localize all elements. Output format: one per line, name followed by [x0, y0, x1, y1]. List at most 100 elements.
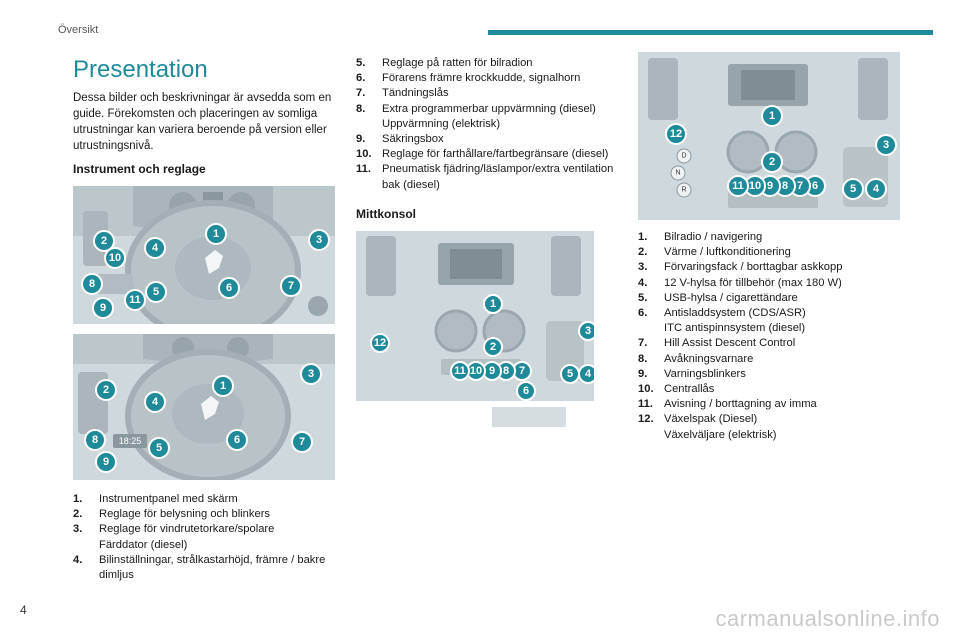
- legend-line: Reglage för vindrutetorkare/spolare: [99, 523, 275, 536]
- legend-item: 12.Växelspak (Diesel)Växelväljare (elekt…: [638, 412, 900, 442]
- svg-text:6: 6: [812, 180, 818, 192]
- callout-badge: 5: [145, 281, 167, 303]
- legend-item: 7. Tändningslås: [356, 86, 614, 101]
- callout-badge: 4: [578, 363, 594, 384]
- legend-number: 4.: [73, 553, 83, 566]
- callout-badge: 11: [450, 360, 470, 381]
- callout-badge: 3: [578, 320, 594, 341]
- svg-text:5: 5: [850, 183, 856, 195]
- callout-badge: 1: [212, 375, 234, 397]
- legend-text: Instrumentpanel med skärm: [99, 492, 335, 507]
- svg-text:7: 7: [299, 436, 305, 448]
- gear-button: R: [676, 182, 692, 198]
- svg-text:4: 4: [873, 183, 880, 195]
- svg-text:5: 5: [567, 368, 573, 380]
- svg-text:5: 5: [156, 442, 162, 454]
- svg-text:D: D: [681, 153, 686, 160]
- legend-line: Växelspak (Diesel): [664, 413, 758, 426]
- legend-number: 1.: [73, 493, 83, 505]
- callout-badge: 4: [144, 391, 166, 413]
- legend-item: 4.12 V-hylsa för tillbehör (max 180 W): [638, 276, 900, 291]
- callout-badge: 2: [761, 151, 783, 173]
- svg-text:6: 6: [234, 434, 240, 446]
- svg-text:4: 4: [585, 368, 592, 380]
- svg-text:9: 9: [103, 456, 109, 468]
- legend-line: Avisning / borttagning av imma: [664, 398, 817, 411]
- svg-text:11: 11: [454, 365, 466, 377]
- subheading-console: Mittkonsol: [356, 206, 416, 221]
- legend-line: Växelväljare (elektrisk): [664, 428, 777, 441]
- svg-text:7: 7: [797, 180, 803, 192]
- svg-text:11: 11: [732, 180, 744, 192]
- legend-line: Förarens främre krockkudde, signalhorn: [382, 72, 581, 85]
- legend-number: 1.: [638, 231, 648, 243]
- callout-badge: 8: [81, 273, 103, 295]
- callout-badge: 5: [148, 437, 170, 459]
- clock-display: 18:25: [119, 436, 142, 446]
- legend-number: 6.: [356, 72, 366, 85]
- callout-badge: 2: [483, 336, 503, 357]
- callout-badge: 2: [95, 379, 117, 401]
- watermark: carmanualsonline.info: [715, 606, 940, 631]
- callout-badge: 3: [875, 134, 897, 156]
- svg-text:5: 5: [153, 286, 159, 298]
- svg-text:3: 3: [585, 325, 591, 337]
- callout-badge: 11: [727, 175, 749, 197]
- legend-item: 1. Instrumentpanel med skärm: [73, 492, 335, 507]
- legend-item: 4.Bilinställningar, strålkastarhöjd, frä…: [73, 553, 335, 583]
- legend-text: Hill Assist Descent Control: [664, 336, 900, 351]
- svg-text:8: 8: [89, 278, 95, 290]
- legend-item: 3. Förvaringsfack / borttagbar askkopp: [638, 260, 900, 275]
- intro-paragraph: Dessa bilder och beskrivningar är avsedd…: [73, 92, 332, 152]
- header-rule: [488, 30, 933, 35]
- console-switch-strip: [492, 406, 566, 427]
- legend-item: 1.Bilradio / navigering: [638, 230, 900, 245]
- svg-text:N: N: [675, 170, 680, 177]
- legend-text: Förarens främre krockkudde, signalhorn: [382, 71, 614, 86]
- gear-button: D: [676, 148, 692, 164]
- legend-line: Säkringsbox: [382, 133, 444, 146]
- svg-text:1: 1: [490, 298, 496, 310]
- callout-badge: 3: [308, 229, 330, 251]
- legend-item: 2. Reglage för belysning och blinkers: [73, 507, 335, 522]
- legend-line: Färddator (diesel): [99, 538, 188, 551]
- callout-badge: 4: [144, 237, 166, 259]
- svg-text:9: 9: [767, 180, 773, 192]
- svg-text:12: 12: [374, 337, 386, 349]
- legend-line: Reglage för belysning och blinkers: [99, 508, 271, 521]
- legend-text: 12 V-hylsa för tillbehör (max 180 W): [664, 276, 900, 291]
- legend-number: 9.: [638, 367, 648, 380]
- legend-number: 2.: [73, 508, 83, 521]
- legend-item: 10.Centrallås: [638, 382, 900, 397]
- legend-line: Tändningslås: [382, 87, 449, 100]
- callout-badge: 5: [842, 178, 864, 200]
- callout-badge: 12: [665, 123, 687, 145]
- svg-text:6: 6: [523, 385, 529, 397]
- svg-text:1: 1: [769, 110, 775, 122]
- legend-text: Centrallås: [664, 382, 900, 397]
- legend-line: Förvaringsfack / borttagbar askkopp: [664, 261, 843, 274]
- page-number: 4: [20, 603, 27, 617]
- legend-line: Varningsblinkers: [664, 367, 746, 380]
- legend-line: Extra programmerbar uppvärmning (diesel): [382, 102, 596, 115]
- subheading-instruments: Instrument och reglage: [73, 162, 206, 176]
- callout-badge: 6: [226, 429, 248, 451]
- legend-text: Reglage för belysning och blinkers: [99, 507, 335, 522]
- svg-text:11: 11: [129, 294, 141, 306]
- legend-item: 5.USB-hylsa / cigarettändare: [638, 291, 900, 306]
- legend-item: 9. Varningsblinkers: [638, 367, 900, 382]
- callout-badge: 1: [483, 293, 503, 314]
- svg-text:2: 2: [103, 384, 109, 396]
- svg-text:12: 12: [670, 128, 682, 140]
- legend-line: Värme / luftkonditionering: [664, 246, 791, 259]
- svg-text:3: 3: [316, 234, 322, 246]
- callout-badge: 6: [218, 277, 240, 299]
- legend-number: 3.: [638, 261, 648, 274]
- legend-text: Värme / luftkonditionering: [664, 245, 900, 260]
- legend-number: 8.: [356, 102, 366, 115]
- legend-line: Reglage på ratten för bilradion: [382, 57, 533, 69]
- legend-number: 7.: [356, 87, 366, 100]
